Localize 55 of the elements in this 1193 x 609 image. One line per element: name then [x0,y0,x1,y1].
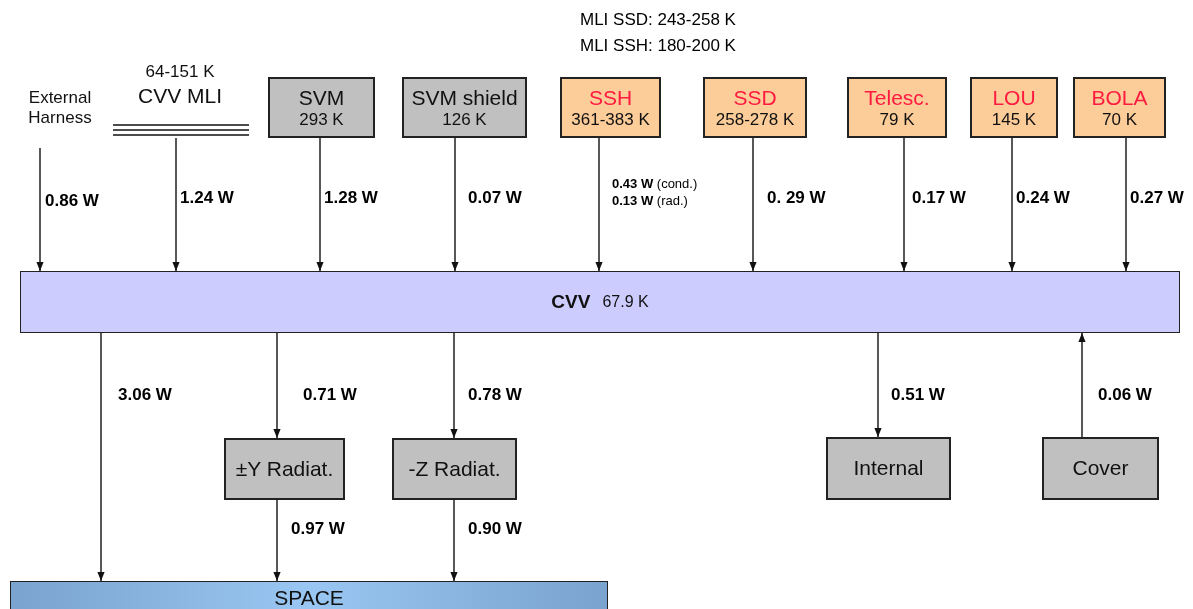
arrow [451,137,459,272]
temperature-label: 361-383 K [571,109,650,130]
radiator-box [224,438,345,500]
temperature-label: 79 K [879,109,915,130]
component-box [826,437,951,500]
box-title: SSH [588,85,633,110]
arrow [450,332,458,439]
arrow [1078,332,1086,438]
temperature-label: 126 K [442,109,487,130]
temperature-note: MLI SSH: 180-200 K [580,36,736,56]
instrument-box [703,77,807,138]
temperature-label: 67.9 K [602,292,649,312]
box-title: Telesc. [864,85,930,110]
temperature-label: 64-151 K [145,62,215,82]
cvv-bar [20,271,1180,333]
arrow [595,137,603,272]
arrow [900,137,908,272]
arrow [450,499,458,582]
arrow [1008,137,1016,272]
box-title: SPACE [274,586,344,609]
arrow [316,137,324,272]
temperature-label: 258-278 K [715,109,795,130]
box-title: Cover [1072,456,1129,481]
component-box [268,77,375,138]
box-title: SSD [733,85,777,110]
box-title: -Z Radiat. [408,456,501,482]
instrument-box [970,77,1058,138]
arrow [36,147,44,272]
box-title: BOLA [1091,85,1148,110]
box-title: LOU [992,85,1036,110]
arrow [749,137,757,272]
box-title: Internal [853,456,924,481]
arrow [273,499,281,582]
box-title: SVM shield [411,85,518,110]
instrument-box [1073,77,1166,138]
component-box [1042,437,1159,500]
arrow [172,137,180,272]
space-bar [10,581,608,609]
box-title: SVM [298,85,345,110]
arrow [97,332,105,582]
arrow [874,332,882,438]
text-label: CVV MLI [138,83,222,108]
box-title: ±Y Radiat. [235,456,334,482]
temperature-label: 145 K [991,109,1037,130]
instrument-box [847,77,947,138]
temperature-label: 70 K [1102,109,1137,130]
text-label: External Harness [27,88,93,128]
arrow [1122,137,1130,272]
temperature-note: MLI SSD: 243-258 K [580,10,736,30]
component-box [402,77,527,138]
box-title: CVV [551,291,591,313]
instrument-box [560,77,661,138]
arrow [273,332,281,439]
temperature-label: 293 K [299,109,344,130]
radiator-box [392,438,517,500]
